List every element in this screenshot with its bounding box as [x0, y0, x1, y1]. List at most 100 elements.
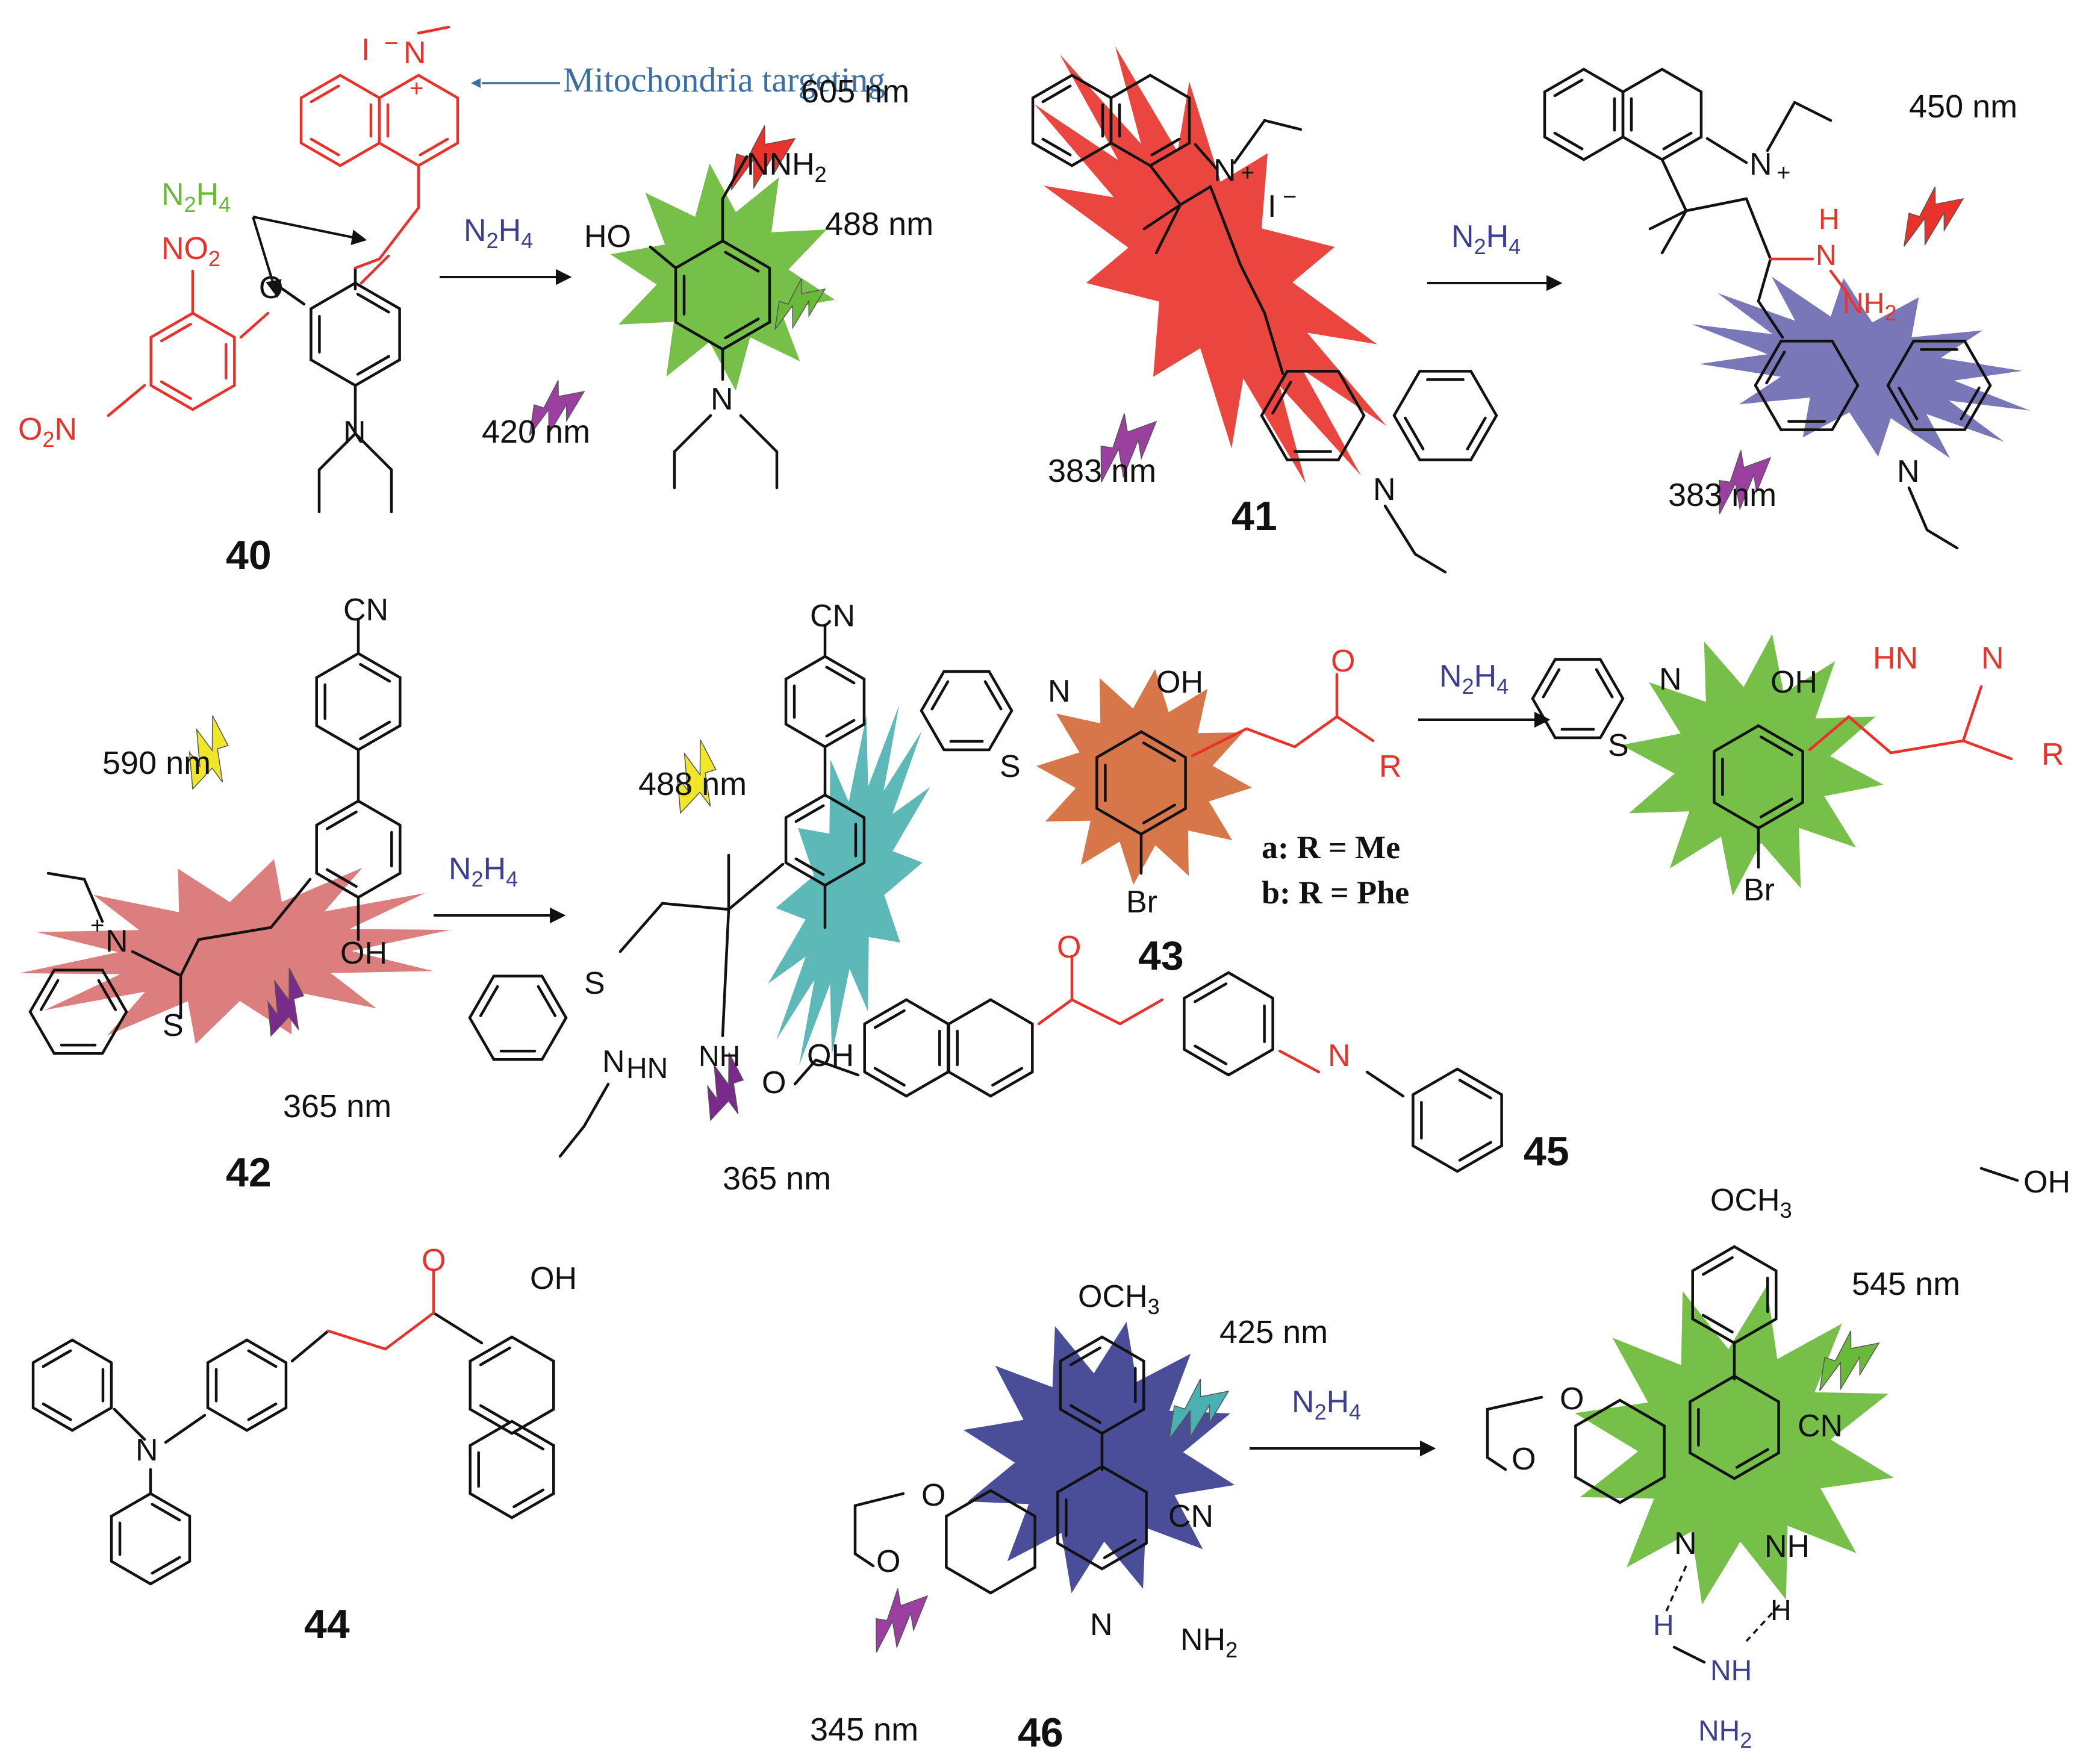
ring	[863, 998, 950, 1098]
chain	[853, 1492, 905, 1568]
mito-arrow	[471, 78, 560, 88]
bond	[1209, 185, 1242, 267]
bond	[1458, 1141, 1492, 1162]
bond	[179, 938, 201, 977]
nitro-group: O2N	[18, 412, 77, 452]
ring	[1183, 971, 1274, 1077]
oxygen: O	[762, 1065, 786, 1100]
ring	[1412, 1067, 1503, 1173]
bond	[1245, 727, 1297, 749]
bond	[197, 926, 273, 941]
ring	[469, 1335, 555, 1435]
bond	[1278, 1049, 1321, 1074]
bond	[1148, 164, 1182, 207]
bond	[1898, 386, 1919, 420]
wavelength-590: 590 nm	[102, 745, 211, 781]
wavelength-450: 450 nm	[1909, 89, 2017, 125]
bond	[1759, 735, 1793, 756]
bond	[417, 25, 450, 35]
bond	[825, 718, 856, 738]
bond	[164, 1413, 207, 1444]
hydrogen: H	[1819, 204, 1840, 235]
bond	[1239, 263, 1266, 315]
nitrile: CN	[343, 593, 388, 628]
chain	[673, 414, 712, 490]
bromine: Br	[1126, 885, 1157, 920]
hydrazine: NH2	[1698, 1715, 1752, 1753]
amine: NH2	[1180, 1622, 1238, 1662]
ring	[1260, 370, 1366, 461]
bond	[384, 1311, 435, 1351]
ring	[315, 652, 402, 752]
wavelength-425: 425 nm	[1219, 1314, 1328, 1350]
bond	[582, 1082, 610, 1128]
oxygen: O	[1057, 930, 1081, 965]
bond	[325, 868, 358, 888]
arrow-reagent-43: N2H4	[1439, 659, 1509, 699]
amine: HN	[1873, 641, 1918, 676]
bond	[1194, 143, 1218, 170]
nitrogen: N	[711, 382, 733, 417]
bond	[1808, 715, 1851, 752]
chain	[739, 414, 779, 490]
bond	[1979, 1167, 2019, 1182]
oxygen: O	[876, 1544, 900, 1579]
wavelength-488b: 488 nm	[638, 766, 747, 802]
ring	[468, 974, 568, 1061]
bolt-545	[1819, 1330, 1880, 1391]
hydroxyl: OH	[340, 936, 387, 971]
bond	[1660, 209, 1688, 255]
bond	[721, 155, 749, 201]
bond	[1335, 715, 1375, 743]
bond	[1191, 727, 1248, 758]
bond	[814, 1058, 860, 1077]
charge: +	[409, 75, 423, 102]
attack-arrowhead-1	[350, 229, 367, 245]
bond	[1745, 197, 1772, 261]
bond	[151, 1503, 181, 1522]
oxygen: O	[921, 1478, 945, 1513]
burst-41-product	[1692, 276, 2030, 458]
arrowhead-43	[1534, 711, 1551, 728]
bond	[724, 251, 760, 273]
bond	[160, 380, 192, 400]
bolt-590	[188, 715, 229, 790]
hydroxyl: HO	[584, 219, 631, 254]
hydroxyl: OH	[2023, 1165, 2070, 1200]
chain	[317, 432, 357, 514]
arrowhead-42	[550, 907, 566, 924]
reagent-40: N2H4	[161, 177, 231, 217]
hydroxyl: OH	[807, 1038, 854, 1073]
arrowhead-46	[1420, 1440, 1436, 1457]
bond	[1142, 803, 1176, 824]
nitrogen: N	[403, 36, 426, 70]
nitrogen: N	[1674, 1526, 1697, 1561]
bond	[42, 1402, 72, 1421]
bond	[310, 84, 340, 104]
wavelength-383b: 383 nm	[1668, 477, 1777, 513]
bond	[1705, 137, 1748, 164]
nitrogen: N	[1749, 147, 1772, 182]
bond	[1041, 84, 1072, 104]
bond	[1847, 715, 1893, 755]
bond	[325, 810, 358, 831]
bond	[794, 804, 825, 823]
bond	[873, 1067, 906, 1087]
bond	[1179, 185, 1212, 207]
r-group: R	[2041, 737, 2064, 772]
burst-43-product	[1621, 634, 1884, 896]
wavelength-488a: 488 nm	[825, 206, 933, 242]
chain	[353, 432, 393, 514]
compound-41: 41	[1232, 493, 1277, 539]
emission-bolts	[188, 125, 1964, 1653]
bond	[269, 877, 312, 929]
bolt-383a	[1100, 413, 1157, 483]
bond	[1925, 528, 1959, 550]
nitrogen: N	[1090, 1607, 1113, 1642]
hydrogen-bonds	[1664, 1565, 1781, 1642]
bond	[1103, 1538, 1137, 1559]
burst-46-product	[1575, 1286, 1894, 1605]
ring	[1056, 1465, 1148, 1571]
bond	[1660, 158, 1688, 213]
